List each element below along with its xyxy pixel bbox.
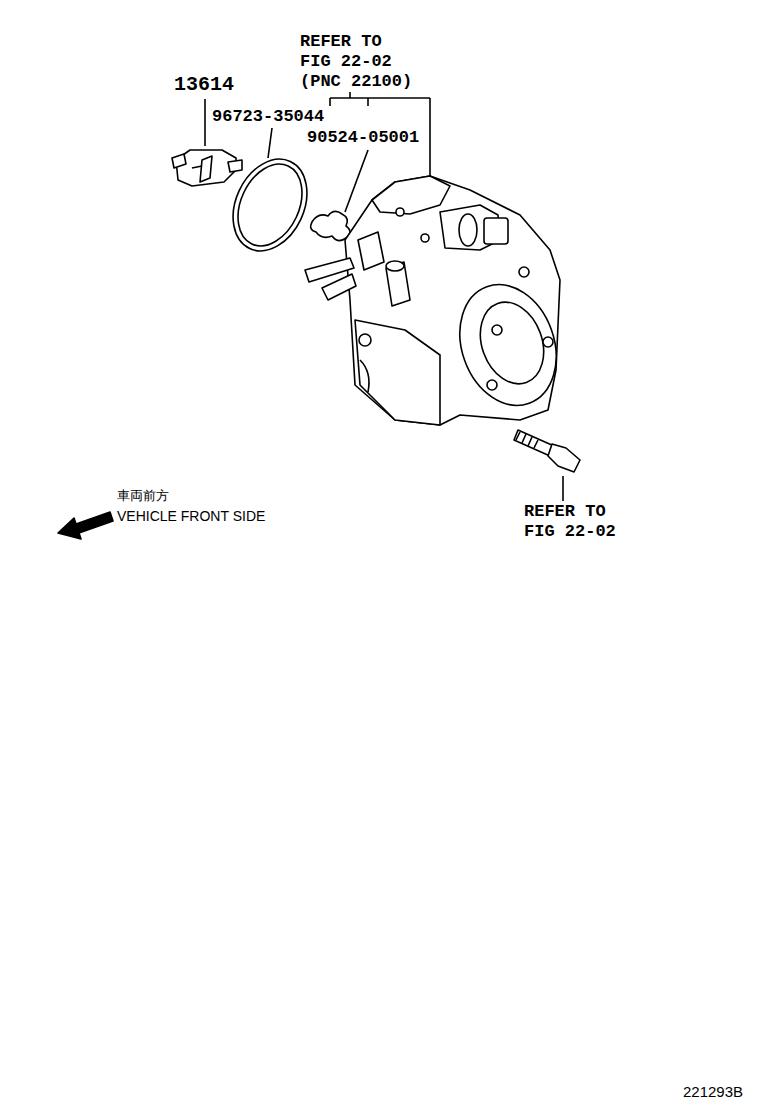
bracket-line bbox=[349, 92, 351, 98]
bolt-hole bbox=[543, 337, 553, 347]
pump-side bbox=[355, 320, 440, 425]
fitting bbox=[358, 232, 384, 270]
part-number: 96723-35044 bbox=[212, 107, 324, 127]
bracket-line bbox=[330, 97, 368, 99]
bracket-line bbox=[367, 98, 369, 106]
direction-label: VEHICLE FRONT SIDE bbox=[117, 508, 265, 525]
cap-part bbox=[172, 150, 242, 186]
cap-detail bbox=[192, 166, 202, 168]
cap-tab bbox=[172, 154, 186, 168]
bolt-hole bbox=[421, 234, 429, 242]
leader-line bbox=[345, 150, 368, 212]
reference-note: REFER TO FIG 22-02 bbox=[524, 502, 624, 542]
leader-line bbox=[562, 476, 564, 501]
solenoid-end bbox=[459, 214, 477, 246]
o-ring bbox=[226, 154, 315, 256]
inlet-pipe bbox=[322, 274, 356, 300]
leader-line bbox=[429, 98, 431, 178]
bolt bbox=[514, 430, 580, 472]
bolt-shank bbox=[514, 430, 554, 456]
o-ring bbox=[219, 147, 321, 263]
outlet-fitting bbox=[386, 262, 410, 306]
bolt-hole bbox=[519, 267, 529, 277]
cap-tab bbox=[228, 160, 242, 172]
reference-note: REFER TO FIG 22-02 (PNC 22100) bbox=[300, 32, 416, 92]
bolt-hole bbox=[359, 334, 371, 346]
bolt-hole bbox=[396, 208, 404, 216]
bolt-hole bbox=[492, 325, 502, 335]
direction-arrow bbox=[58, 512, 113, 539]
line-art bbox=[58, 92, 580, 539]
clip bbox=[311, 211, 350, 240]
pump-top bbox=[372, 176, 450, 214]
outlet-fitting bbox=[386, 261, 404, 271]
callout-number: 13614 bbox=[174, 73, 234, 97]
cap-slot bbox=[200, 156, 212, 182]
bolt-head bbox=[548, 444, 580, 472]
bolt-thread bbox=[516, 432, 538, 448]
pump-flange bbox=[469, 293, 554, 392]
bracket-line bbox=[329, 98, 331, 106]
casting-line bbox=[360, 360, 369, 392]
bolt-hole bbox=[487, 380, 497, 390]
leader-line bbox=[204, 99, 206, 146]
part-number: 90524-05001 bbox=[307, 128, 419, 148]
leader-line bbox=[268, 128, 272, 158]
bracket-line bbox=[368, 97, 430, 99]
connector bbox=[484, 218, 508, 244]
fuel-pump bbox=[305, 176, 572, 425]
pump-flange bbox=[444, 271, 573, 419]
direction-label: 車両前方 bbox=[117, 488, 169, 504]
figure-code: 221293B bbox=[683, 1083, 743, 1101]
